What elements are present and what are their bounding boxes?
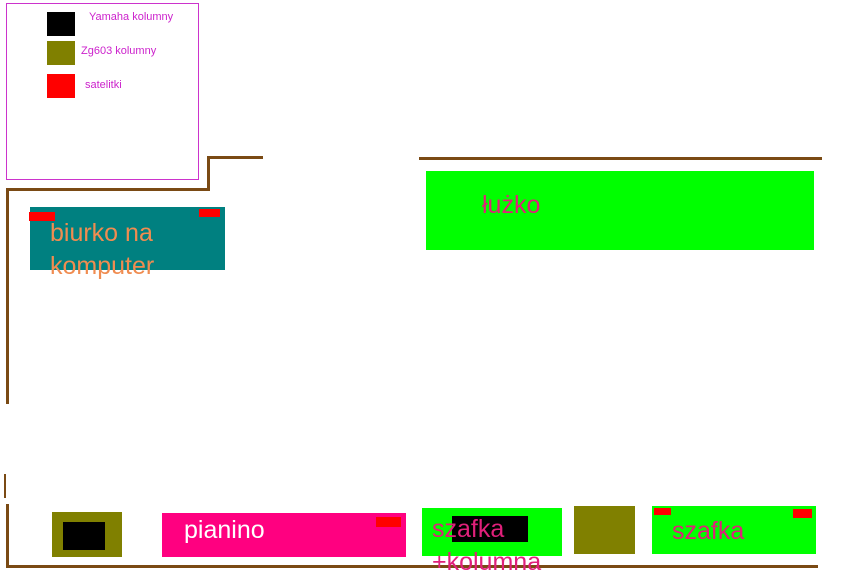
piano-label: pianino [184, 516, 265, 544]
zg603-speaker-middle [574, 506, 635, 554]
wall-top-right [419, 157, 822, 160]
yamaha-speaker-cabinet [452, 516, 528, 542]
legend-label-satelitki: satelitki [85, 79, 122, 91]
satellite-speaker-cabinet-left [654, 508, 671, 515]
bed-label: łużko [482, 191, 541, 219]
desk [30, 207, 225, 270]
desk-label-line2: komputer [50, 252, 155, 280]
legend: Yamaha kolumny Zg603 kolumny satelitki [6, 3, 199, 180]
wall-left-upper [6, 188, 9, 404]
satellite-speaker-cabinet-right [793, 509, 812, 518]
satellite-speaker-desk-left [29, 212, 55, 221]
wall-top-left [8, 188, 210, 191]
satellite-speaker-piano [376, 517, 401, 527]
piano [162, 513, 406, 557]
cabinet-right-label: szafka [672, 517, 745, 545]
bed [426, 171, 814, 250]
wall-step-vertical [207, 156, 210, 191]
desk-label-line1: biurko na [50, 219, 153, 247]
wall-step-top [207, 156, 263, 159]
cabinet-with-speaker-label-line2: +kolumna [432, 548, 542, 576]
legend-label-yamaha: Yamaha kolumny [89, 11, 174, 23]
legend-swatch-satelitki [47, 74, 75, 98]
wall-bottom [6, 565, 818, 568]
yamaha-speaker-left [63, 522, 105, 550]
legend-label-zg603: Zg603 kolumny [81, 45, 157, 57]
wall-left-bottom [6, 504, 9, 568]
wall-left-lower [4, 474, 6, 498]
satellite-speaker-desk-right [199, 209, 220, 217]
legend-swatch-zg603 [47, 41, 75, 65]
cabinet-right [652, 506, 816, 554]
cabinet-with-speaker-label-line1: szafka [432, 515, 505, 543]
legend-swatch-yamaha [47, 12, 75, 36]
